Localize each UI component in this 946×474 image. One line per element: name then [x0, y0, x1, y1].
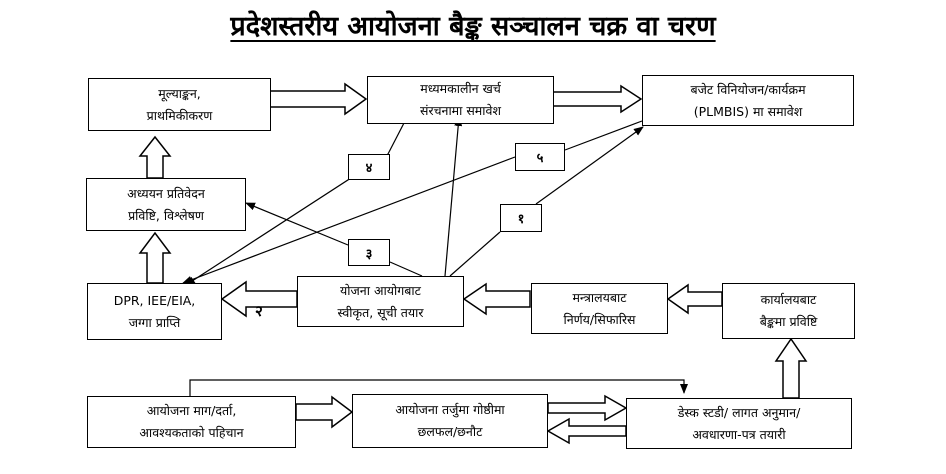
line-badge5-to-dpr	[182, 156, 516, 284]
box-line: प्राथमिकीकरण	[146, 107, 213, 123]
hollow-arrow-madhyamkalin-to-budget	[552, 84, 643, 114]
box-line: कार्यालयबाट	[760, 292, 817, 308]
box-madhyamkalin: मध्यमकालीन खर्च संरचनामा समावेश	[367, 76, 554, 124]
box-adhyayan: अध्ययन प्रतिवेदन प्रविष्टि, विश्लेषण	[86, 178, 246, 231]
line-yojana-to-badge1	[449, 231, 501, 277]
hollow-arrow-adhyayan-to-mulyankan	[138, 135, 172, 179]
hollow-arrow-desk-to-karyalaya	[774, 337, 808, 399]
box-line: अवधारणा-पत्र तयारी	[692, 426, 786, 442]
hollow-arrow-mulyankan-to-madhyamkalin	[269, 82, 368, 116]
box-dpr: DPR, IEE/EIA, जग्गा प्राप्ति	[87, 283, 222, 340]
hollow-arrow-desk-to-tarjuma	[546, 417, 627, 445]
badge-5: ५	[515, 143, 565, 171]
box-line: जग्गा प्राप्ति	[128, 314, 181, 330]
box-karyalaya: कार्यालयबाट बैङ्कमा प्रविष्टि	[722, 283, 855, 339]
line-badge1-to-budget	[535, 126, 644, 205]
hollow-arrow-karyalaya-to-mantralaya	[666, 283, 723, 315]
line-yojana-to-madhyamkalin	[444, 116, 463, 277]
box-line: आयोजना माग/दर्ता,	[146, 403, 237, 419]
line-yojana-to-badge3	[389, 261, 423, 277]
box-line: आयोजना तर्जुमा गोष्ठीमा	[395, 402, 505, 418]
box-line: आवश्यकताको पहिचान	[139, 425, 244, 440]
box-yojana-aayog: योजना आयोगबाट स्वीकृत, सूची तयार	[297, 276, 464, 327]
box-aayojana-mag: आयोजना माग/दर्ता, आवश्यकताको पहिचान	[87, 396, 296, 448]
badge-1: १	[500, 204, 542, 232]
box-mantralaya: मन्त्रालयबाट निर्णय/सिफारिस	[531, 283, 668, 334]
box-line: डेस्क स्टडी/ लागत अनुमान/	[677, 404, 801, 420]
box-line: प्रविष्टि, विश्लेषण	[128, 207, 204, 223]
hollow-arrow-yojana-to-dpr	[220, 280, 298, 318]
box-line: स्वीकृत, सूची तयार	[337, 304, 424, 320]
box-line: मूल्याङ्कन,	[158, 85, 201, 101]
diagram-title: प्रदेशस्तरीय आयोजना बैङ्क सञ्चालन चक्र व…	[230, 11, 716, 42]
label-2: २	[255, 302, 263, 320]
line-budget-to-badge5	[564, 120, 643, 151]
box-desk-study: डेस्क स्टडी/ लागत अनुमान/ अवधारणा-पत्र त…	[626, 398, 852, 449]
hollow-arrow-mantralaya-to-yojana	[462, 282, 531, 316]
box-line: DPR, IEE/EIA,	[113, 292, 196, 308]
box-line: योजना आयोगबाट	[340, 282, 421, 298]
box-line: मन्त्रालयबाट	[572, 289, 627, 305]
hollow-arrow-mag-to-tarjuma	[295, 395, 354, 429]
line-madhyamkalin-to-badge4	[387, 122, 405, 155]
line-mag-to-desk	[189, 379, 688, 396]
box-mulyankan: मूल्याङ्कन, प्राथमिकीकरण	[88, 78, 271, 131]
box-budget: बजेट विनियोजन/कार्यक्रम (PLMBIS) मा समाव…	[642, 75, 854, 126]
box-line: संरचनामा समावेश	[420, 103, 501, 118]
box-line: बजेट विनियोजन/कार्यक्रम	[690, 81, 806, 97]
badge-4: ४	[348, 154, 390, 180]
hollow-arrow-tarjuma-to-desk	[547, 394, 628, 422]
box-line: निर्णय/सिफारिस	[563, 311, 636, 327]
box-line: अध्ययन प्रतिवेदन	[127, 185, 205, 201]
box-line: बैङ्कमा प्रविष्टि	[759, 314, 818, 329]
hollow-arrow-dpr-to-adhyayan	[138, 231, 172, 284]
box-line: (PLMBIS) मा समावेश	[693, 103, 803, 119]
line-badge3-to-adhyayan	[245, 202, 349, 246]
box-line: मध्यमकालीन खर्च	[420, 81, 501, 97]
box-tarjuma: आयोजना तर्जुमा गोष्ठीमा छलफल/छनौट	[352, 394, 548, 448]
badge-3: ३	[348, 239, 390, 266]
box-line: छलफल/छनौट	[417, 424, 483, 439]
